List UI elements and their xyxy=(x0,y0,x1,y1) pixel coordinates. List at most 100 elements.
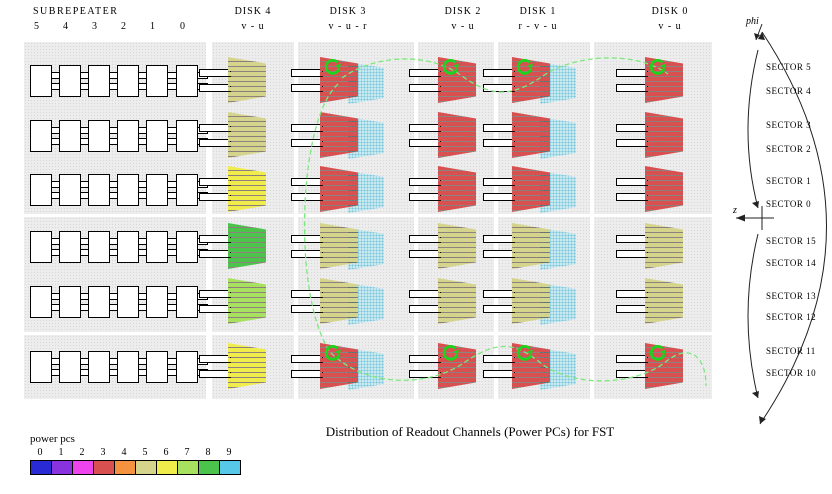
readout-module xyxy=(512,166,550,212)
disk-4-channels: v - u xyxy=(241,21,265,32)
subrepeater-column-4: 4 xyxy=(63,21,68,32)
legend-number: 4 xyxy=(121,447,127,458)
legend-number: 9 xyxy=(226,447,232,458)
connector-plug xyxy=(199,139,231,147)
subrepeater-box xyxy=(88,231,110,263)
subrepeater-column-1: 1 xyxy=(150,21,155,32)
sector-1-label: SECTOR 1 xyxy=(766,176,812,186)
background-panel xyxy=(24,217,206,332)
legend-swatch xyxy=(156,460,178,475)
subrepeater-column-2: 2 xyxy=(121,21,126,32)
connector-plug xyxy=(409,235,441,243)
connector-plug xyxy=(291,124,323,132)
connector-plug xyxy=(199,290,231,298)
subrepeater-box xyxy=(117,231,139,263)
connector-plug xyxy=(483,250,515,258)
inner-arc-bottom xyxy=(747,233,759,399)
subrepeater-box xyxy=(30,286,52,318)
legend-swatch xyxy=(198,460,220,475)
readout-module xyxy=(512,278,550,324)
legend-number: 0 xyxy=(37,447,43,458)
subrepeater-box xyxy=(117,65,139,97)
subrepeater-box xyxy=(117,174,139,206)
connector-plug xyxy=(616,305,648,313)
connector-plug xyxy=(409,355,441,363)
sector-4-label: SECTOR 4 xyxy=(766,86,812,96)
disk-2-header: DISK 2 xyxy=(444,6,482,17)
connector-plug xyxy=(483,178,515,186)
readout-module xyxy=(228,166,266,212)
subrepeater-box xyxy=(176,174,198,206)
connector-plug xyxy=(291,290,323,298)
subrepeater-box xyxy=(59,351,81,383)
readout-module xyxy=(438,112,476,158)
connector-plug xyxy=(199,193,231,201)
disk-4-header: DISK 4 xyxy=(234,6,272,17)
connector-plug xyxy=(291,139,323,147)
subrepeater-box xyxy=(88,286,110,318)
connector-plug xyxy=(409,84,441,92)
connector-plug xyxy=(616,235,648,243)
subrepeater-box xyxy=(88,174,110,206)
subrepeater-box xyxy=(30,351,52,383)
recycle-arrow-icon xyxy=(321,58,343,77)
recycle-arrow-icon xyxy=(321,344,343,363)
connector-plug xyxy=(199,305,231,313)
legend-number: 3 xyxy=(100,447,106,458)
subrepeater-column-3: 3 xyxy=(92,21,97,32)
connector-plug xyxy=(409,370,441,378)
diagram-caption: Distribution of Readout Channels (Power … xyxy=(325,424,615,439)
legend-number: 7 xyxy=(184,447,190,458)
connector-plug xyxy=(291,250,323,258)
sector-3-label: SECTOR 3 xyxy=(766,120,812,130)
legend-number: 1 xyxy=(58,447,64,458)
connector-plug xyxy=(199,84,231,92)
subrepeater-column-0: 0 xyxy=(180,21,185,32)
subrepeater-box xyxy=(176,120,198,152)
legend-swatch xyxy=(72,460,94,475)
sector-12-label: SECTOR 12 xyxy=(766,312,817,322)
connector-plug xyxy=(199,235,231,243)
subrepeater-column-5: 5 xyxy=(34,21,39,32)
connector-plug xyxy=(483,84,515,92)
subrepeater-box xyxy=(59,174,81,206)
legend-title: power pcs xyxy=(30,433,75,445)
sector-10-label: SECTOR 10 xyxy=(766,368,817,378)
connector-plug xyxy=(483,235,515,243)
sector-11-label: SECTOR 11 xyxy=(766,346,816,356)
connector-plug xyxy=(616,355,648,363)
sector-0-label: SECTOR 0 xyxy=(766,199,812,209)
subrepeater-box xyxy=(30,174,52,206)
connector-plug xyxy=(616,370,648,378)
subrepeater-box xyxy=(59,286,81,318)
readout-module xyxy=(228,57,266,103)
readout-module xyxy=(320,223,358,269)
inner-arc-top xyxy=(747,49,759,209)
connector-plug xyxy=(483,290,515,298)
connector-plug xyxy=(291,305,323,313)
disk-3-channels: v - u - r xyxy=(328,21,368,32)
connector-plug xyxy=(409,69,441,77)
readout-module xyxy=(438,223,476,269)
readout-module xyxy=(438,166,476,212)
subrepeater-box xyxy=(176,231,198,263)
connector-plug xyxy=(616,84,648,92)
subrepeater-box xyxy=(176,65,198,97)
subrepeater-box xyxy=(59,120,81,152)
recycle-arrow-icon xyxy=(646,344,668,363)
subrepeater-box xyxy=(117,120,139,152)
legend-swatch xyxy=(219,460,241,475)
connector-plug xyxy=(483,355,515,363)
readout-module xyxy=(228,223,266,269)
readout-module xyxy=(228,278,266,324)
connector-plug xyxy=(483,193,515,201)
readout-module xyxy=(438,278,476,324)
subrepeater-box xyxy=(30,65,52,97)
subrepeater-box xyxy=(146,286,168,318)
connector-plug xyxy=(616,124,648,132)
connector-plug xyxy=(199,355,231,363)
connector-plug xyxy=(409,250,441,258)
outer-phi-arc xyxy=(759,31,827,425)
disk-0-channels: v - u xyxy=(658,21,682,32)
